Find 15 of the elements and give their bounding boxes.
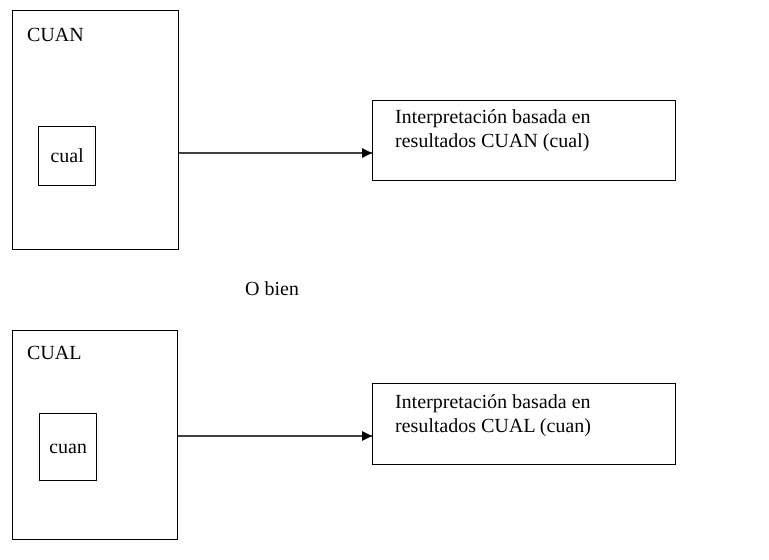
container-box — [372, 383, 676, 465]
arrow — [179, 148, 372, 158]
note-text: O bien — [245, 277, 299, 301]
node-text: CUAN — [27, 23, 85, 47]
inner-box — [39, 413, 97, 481]
inner-box — [38, 126, 96, 186]
node-text: Interpretación basada en resultados CUAN (cual) — [395, 105, 592, 153]
container-box — [12, 330, 178, 540]
arrow — [178, 431, 372, 441]
node-text: cuan — [48, 435, 88, 459]
node-text: Interpretación basada en resultados CUAL (cuan) — [395, 390, 592, 438]
container-box — [372, 100, 676, 181]
node-text: CUAL — [27, 341, 82, 365]
node-text: cual — [49, 144, 85, 168]
container-box — [12, 10, 179, 250]
